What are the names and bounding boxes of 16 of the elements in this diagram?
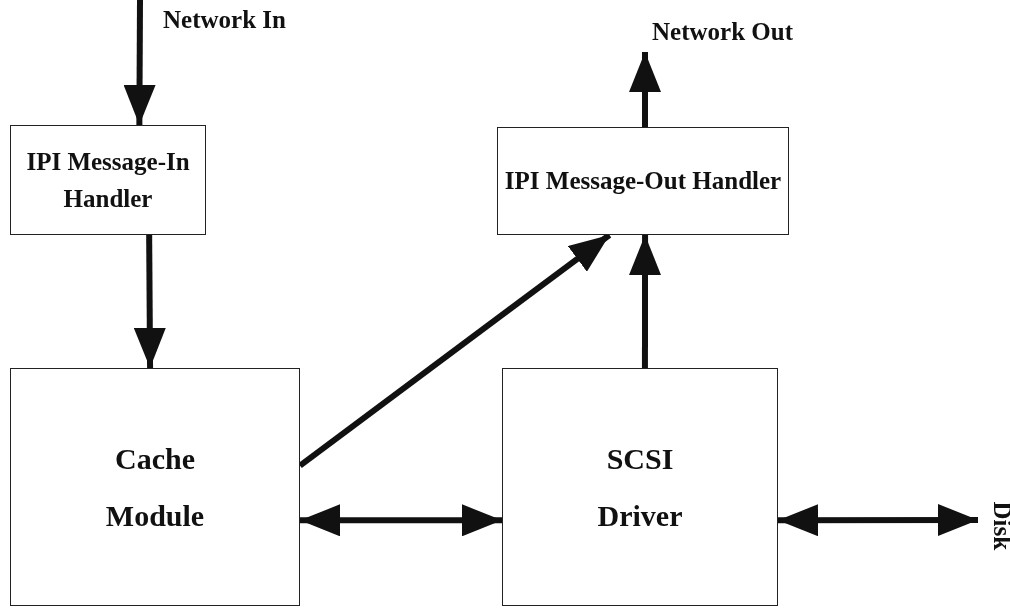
arrow: [629, 52, 661, 127]
arrow: [300, 504, 502, 537]
box-label: IPI Message-In Handler: [25, 146, 191, 214]
arrow: [629, 235, 661, 368]
io-label: Network Out: [652, 17, 793, 48]
box-label: IPI Message-Out Handler: [504, 166, 782, 197]
process-box: [497, 127, 789, 235]
process-box: [10, 125, 206, 235]
io-label: Network In: [163, 5, 286, 36]
process-box: [10, 368, 300, 606]
arrow: [778, 504, 978, 537]
arrow: [123, 0, 156, 126]
arrow: [133, 234, 166, 369]
box-label: SCSI Driver: [596, 441, 684, 534]
process-box: [502, 368, 778, 606]
box-label: Cache Module: [104, 441, 206, 534]
